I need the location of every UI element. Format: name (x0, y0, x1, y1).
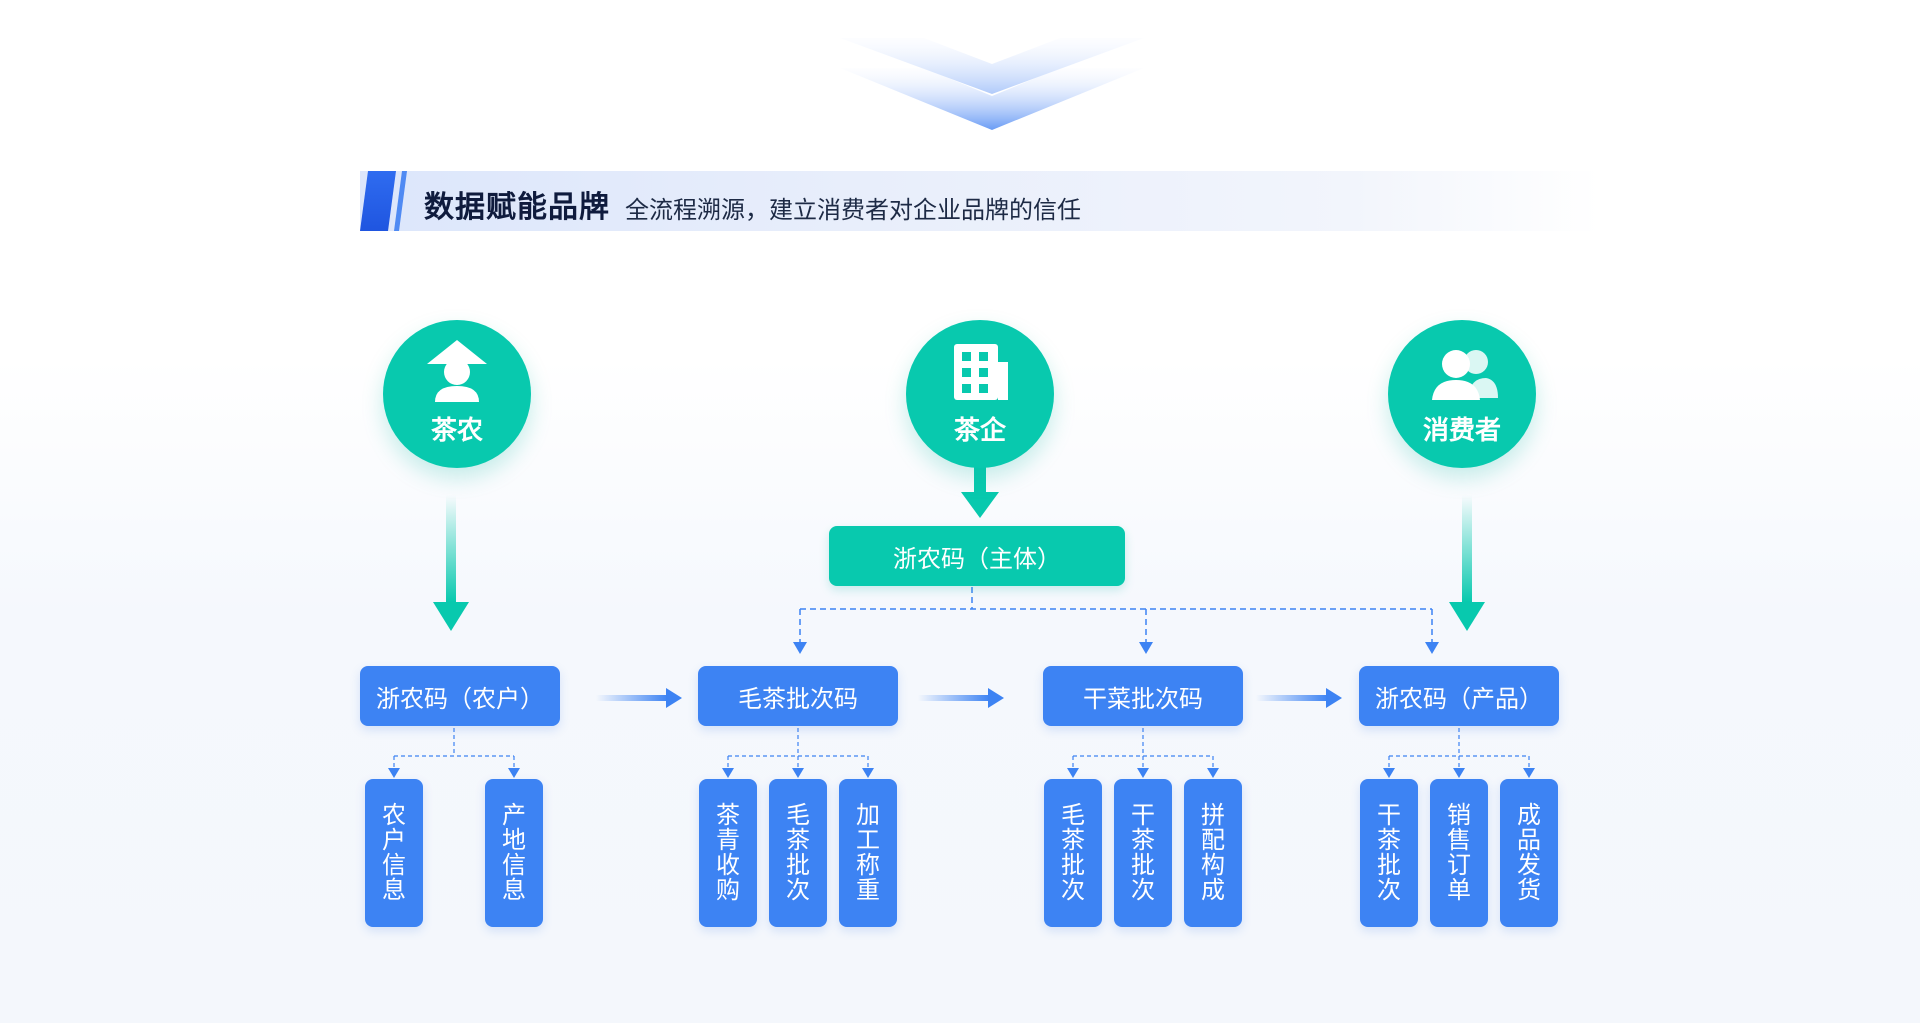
farmer-code-box: 浙农码（农户） (360, 666, 560, 726)
dry-tea-batch-code-box: 干菜批次码 (1043, 666, 1243, 726)
actor-farmer-label: 茶农 (430, 415, 483, 445)
entity-code-box: 浙农码（主体） (829, 526, 1125, 586)
actor-enterprise-label: 茶企 (953, 415, 1006, 445)
banner-accent-icon (360, 171, 407, 231)
farmer-hat-icon (427, 340, 487, 402)
child-box: 干茶批次 (1360, 779, 1418, 927)
actor-consumer-label: 消费者 (1422, 415, 1501, 445)
actor-enterprise: 茶企 (906, 320, 1054, 468)
raw-tea-batch-code-box: 毛茶批次码 (698, 666, 898, 726)
child-box: 毛茶批次 (1044, 779, 1102, 927)
section-banner (360, 171, 1600, 231)
child-box: 干茶批次 (1114, 779, 1172, 927)
child-box: 产地信息 (485, 779, 543, 927)
child-box: 茶青收购 (699, 779, 757, 927)
banner-subtitle: 全流程溯源，建立消费者对企业品牌的信任 (625, 197, 1081, 224)
farmer-down-arrow (433, 495, 469, 631)
building-icon (954, 344, 1008, 400)
child-dashed-connectors (393, 728, 1530, 768)
consumer-down-arrow (1449, 495, 1485, 631)
banner-title: 数据赋能品牌 (424, 191, 610, 224)
child-box: 农户信息 (365, 779, 423, 927)
child-box: 加工称重 (839, 779, 897, 927)
entity-dashed-connectors (799, 587, 1433, 642)
down-chevron-icon (840, 38, 1144, 130)
child-box: 毛茶批次 (769, 779, 827, 927)
actor-consumer: 消费者 (1388, 320, 1536, 468)
child-box: 销售订单 (1430, 779, 1488, 927)
child-box: 拼配构成 (1184, 779, 1242, 927)
product-code-box: 浙农码（产品） (1359, 666, 1559, 726)
actor-farmer: 茶农 (383, 320, 531, 468)
enterprise-down-arrow (961, 466, 999, 518)
child-box: 成品发货 (1500, 779, 1558, 927)
users-icon (1432, 350, 1498, 400)
flow-arrows (596, 688, 1342, 708)
